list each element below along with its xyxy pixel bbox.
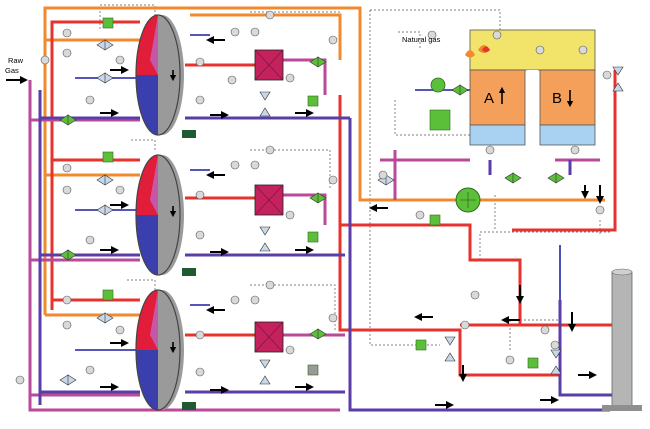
flame-icon xyxy=(465,50,475,58)
heat-exchanger-2 xyxy=(254,184,284,216)
instrument-bubble xyxy=(285,210,295,220)
natural-gas-label: Natural gas xyxy=(402,35,441,44)
cold-pipes xyxy=(38,90,615,412)
instrument-bubble xyxy=(485,145,495,155)
warm-pipes xyxy=(28,58,600,412)
instrument-bubble xyxy=(195,95,205,105)
instrument-bubble xyxy=(62,320,72,330)
instrument-bubble xyxy=(328,313,338,323)
instrument-bubble xyxy=(265,280,275,290)
instrument-bubble xyxy=(505,355,515,365)
instrument-icon xyxy=(15,10,612,385)
rotary-wheel-3 xyxy=(135,289,196,411)
instrument-bubble xyxy=(535,45,545,55)
raw-gas-label-line2: Gas xyxy=(5,66,19,75)
zone-a-label: A xyxy=(484,90,494,107)
instrument-bubble xyxy=(62,185,72,195)
instrument-bubble xyxy=(328,35,338,45)
instrument-bubble xyxy=(378,170,388,180)
instrument-bubble xyxy=(460,320,470,330)
instrument-bubble xyxy=(230,295,240,305)
orange-pipes xyxy=(43,6,605,317)
instrument-bubble xyxy=(85,365,95,375)
instrument-bubble xyxy=(250,160,260,170)
arrow-icon xyxy=(6,36,604,409)
instrument-bubble xyxy=(492,30,502,40)
instrument-bubble xyxy=(265,145,275,155)
heat-exchanger-3 xyxy=(254,321,284,353)
instrument-bubble xyxy=(195,190,205,200)
instrument-bubble xyxy=(427,30,437,40)
controllers xyxy=(102,17,539,376)
instrument-bubble xyxy=(550,340,560,350)
rotary-wheel-2 xyxy=(135,154,196,276)
instrument-bubble xyxy=(470,290,480,300)
heat-exchanger-1 xyxy=(254,49,284,81)
instrument-bubble xyxy=(415,210,425,220)
instrument-bubble xyxy=(602,70,612,80)
instrument-bubble xyxy=(265,10,275,20)
instrument-bubble xyxy=(195,230,205,240)
instrument-bubble xyxy=(15,375,25,385)
instrument-bubble xyxy=(250,27,260,37)
instrument-bubble xyxy=(230,27,240,37)
oxidizer-unit xyxy=(469,29,596,146)
instrument-bubble xyxy=(62,163,72,173)
instrument-bubble xyxy=(62,48,72,58)
instrument-bubble xyxy=(62,295,72,305)
instrument-bubble xyxy=(115,185,125,195)
instrument-bubble xyxy=(195,367,205,377)
instrument-bubble xyxy=(195,57,205,67)
pump-icon xyxy=(430,77,446,93)
instrument-bubble xyxy=(285,345,295,355)
instrument-bubble xyxy=(285,73,295,83)
instrument-bubble xyxy=(227,75,237,85)
instrument-bubble xyxy=(570,145,580,155)
instrument-bubble xyxy=(115,55,125,65)
instrument-bubble xyxy=(85,235,95,245)
exhaust-stack xyxy=(602,268,642,411)
instrument-bubble xyxy=(40,55,50,65)
fan-icon xyxy=(455,187,481,213)
instrument-bubble xyxy=(595,205,605,215)
rotary-wheel-1 xyxy=(135,14,196,138)
instrument-bubble xyxy=(62,28,72,38)
instrument-bubble xyxy=(578,45,588,55)
valves xyxy=(59,39,624,386)
instrument-bubble xyxy=(195,330,205,340)
instrument-bubble xyxy=(328,175,338,185)
instrument-bubble xyxy=(85,95,95,105)
raw-gas-label-line1: Raw xyxy=(8,56,24,65)
instrument-bubble xyxy=(115,325,125,335)
instrument-bubble xyxy=(250,295,260,305)
instrument-bubble xyxy=(230,160,240,170)
instrument-bubble xyxy=(540,325,550,335)
zone-b-label: B xyxy=(552,90,562,107)
